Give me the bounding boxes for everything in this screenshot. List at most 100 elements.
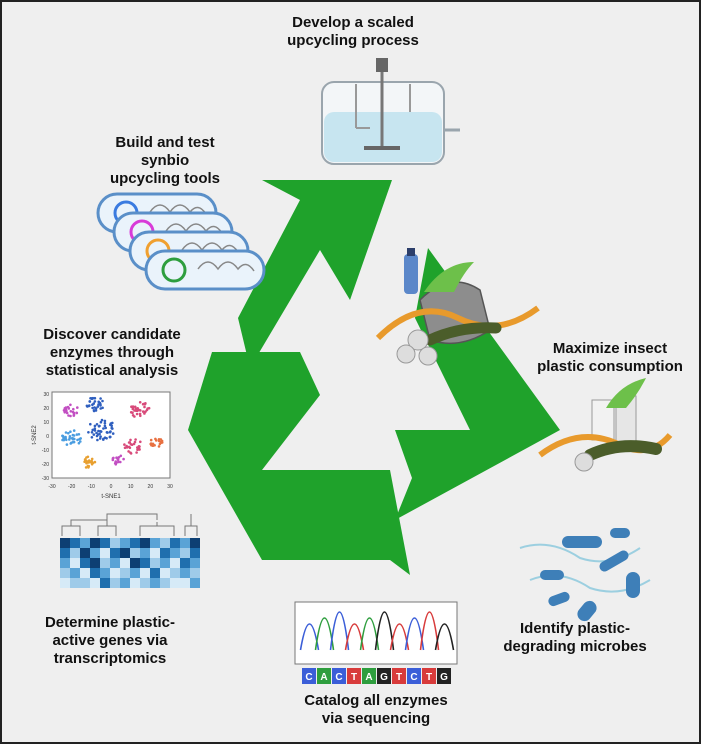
tsne-point	[134, 438, 137, 441]
heatmap-cell	[140, 558, 150, 568]
synbio-tool-cells	[96, 192, 266, 291]
tsne-point	[91, 428, 94, 432]
tsne-point	[84, 466, 88, 469]
tsne-point	[138, 448, 141, 451]
tsne-point	[62, 436, 65, 440]
tsne-ytick: -30	[42, 476, 49, 482]
heatmap-cell	[70, 568, 80, 578]
tsne-point	[125, 446, 129, 449]
heatmap-cell	[120, 548, 130, 558]
tsne-point	[89, 397, 92, 400]
tsne-point	[69, 430, 72, 434]
heatmap-cell	[70, 548, 80, 558]
tsne-ytick: -20	[42, 462, 49, 468]
tsne-point	[111, 421, 114, 425]
label-build: Build and test synbio upcycling tools	[109, 134, 220, 187]
chromatogram-peak	[434, 623, 455, 651]
tsne-point	[149, 438, 153, 442]
tsne-ytick: 30	[43, 392, 49, 398]
tsne-point	[105, 437, 108, 440]
tsne-point	[75, 411, 79, 415]
tsne-point	[99, 402, 102, 406]
heatmap-cell	[160, 538, 170, 548]
tsne-point	[69, 414, 72, 418]
heatmap-cell	[160, 558, 170, 568]
tsne-point	[66, 405, 70, 409]
tsne-ytick: 10	[43, 420, 49, 426]
tsne-point	[127, 441, 131, 444]
sequence-base-letter: A	[320, 672, 327, 683]
tsne-point	[139, 414, 142, 418]
sequence-base-letter: C	[410, 672, 417, 683]
tsne-point	[61, 438, 64, 442]
tsne-point	[99, 397, 102, 400]
heatmap-cell	[190, 538, 200, 548]
heatmap-cell	[100, 578, 110, 588]
heatmap-cell	[190, 558, 200, 568]
tsne-point	[131, 411, 134, 415]
tsne-point	[110, 426, 113, 430]
tsne-point	[77, 441, 81, 445]
arrow-bottom-left	[188, 352, 410, 575]
tsne-point	[122, 457, 125, 461]
label-discover: Discover candidate enzymes through stati…	[43, 326, 181, 379]
tsne-point	[116, 456, 120, 460]
tsne-point	[67, 414, 70, 417]
sequence-base-box	[347, 668, 361, 684]
heatmap-cell	[180, 578, 190, 588]
heatmap-cell	[170, 538, 180, 548]
heatmap-cell	[100, 538, 110, 548]
tsne-xlabel: t-SNE1	[101, 494, 121, 500]
tsne-point	[138, 412, 142, 416]
tsne-point	[99, 420, 103, 424]
tsne-point	[61, 434, 64, 438]
tsne-point	[78, 437, 81, 441]
tsne-point	[64, 435, 67, 439]
heatmap-cell	[190, 568, 200, 578]
tsne-point	[65, 443, 69, 446]
sequence-base-letter: T	[396, 672, 402, 683]
label-catalog: Catalog all enzymes via sequencing	[304, 692, 448, 727]
tsne-point	[68, 438, 71, 441]
heatmap-cell	[110, 568, 120, 578]
tsne-point	[133, 415, 136, 418]
tsne-point	[85, 404, 89, 408]
tsne-point	[67, 431, 70, 435]
label-maximize: Maximize insect plastic consumption	[537, 340, 683, 375]
tsne-xtick: 0	[110, 484, 113, 490]
label-identify: Identify plastic- degrading microbes	[503, 620, 647, 655]
tsne-point	[123, 446, 127, 450]
tsne-point	[91, 406, 94, 410]
sequence-base-box	[332, 668, 346, 684]
tsne-point	[98, 424, 101, 428]
chromatogram-peak	[329, 611, 350, 651]
heatmap-cell	[140, 548, 150, 558]
tsne-point	[119, 460, 122, 464]
heatmap-cell	[80, 538, 90, 548]
heatmap-cell	[80, 578, 90, 588]
tsne-point	[102, 437, 105, 441]
tsne-point	[136, 407, 139, 410]
tsne-point	[77, 433, 81, 436]
heatmap-cell	[130, 568, 140, 578]
tsne-point	[147, 406, 151, 410]
sequence-base-letter: G	[440, 672, 448, 683]
sequence-base-box	[362, 668, 376, 684]
heatmap-cell	[90, 538, 100, 548]
tsne-point	[94, 407, 98, 410]
tsne-point	[138, 401, 142, 404]
heatmap-cell	[140, 578, 150, 588]
tsne-point	[90, 431, 94, 434]
tsne-ylabel: t-SNE2	[32, 425, 38, 445]
heatmap-cell	[90, 568, 100, 578]
heatmap-cell	[90, 578, 100, 588]
tsne-point	[127, 450, 130, 453]
sequence-base-box	[317, 668, 331, 684]
tsne-ytick: -10	[42, 448, 49, 454]
tsne-point	[88, 400, 91, 403]
heatmap-cell	[120, 558, 130, 568]
sequence-base-box	[407, 668, 421, 684]
tsne-point	[101, 399, 104, 403]
heatmap-cell	[60, 538, 70, 548]
tsne-point	[103, 424, 107, 428]
